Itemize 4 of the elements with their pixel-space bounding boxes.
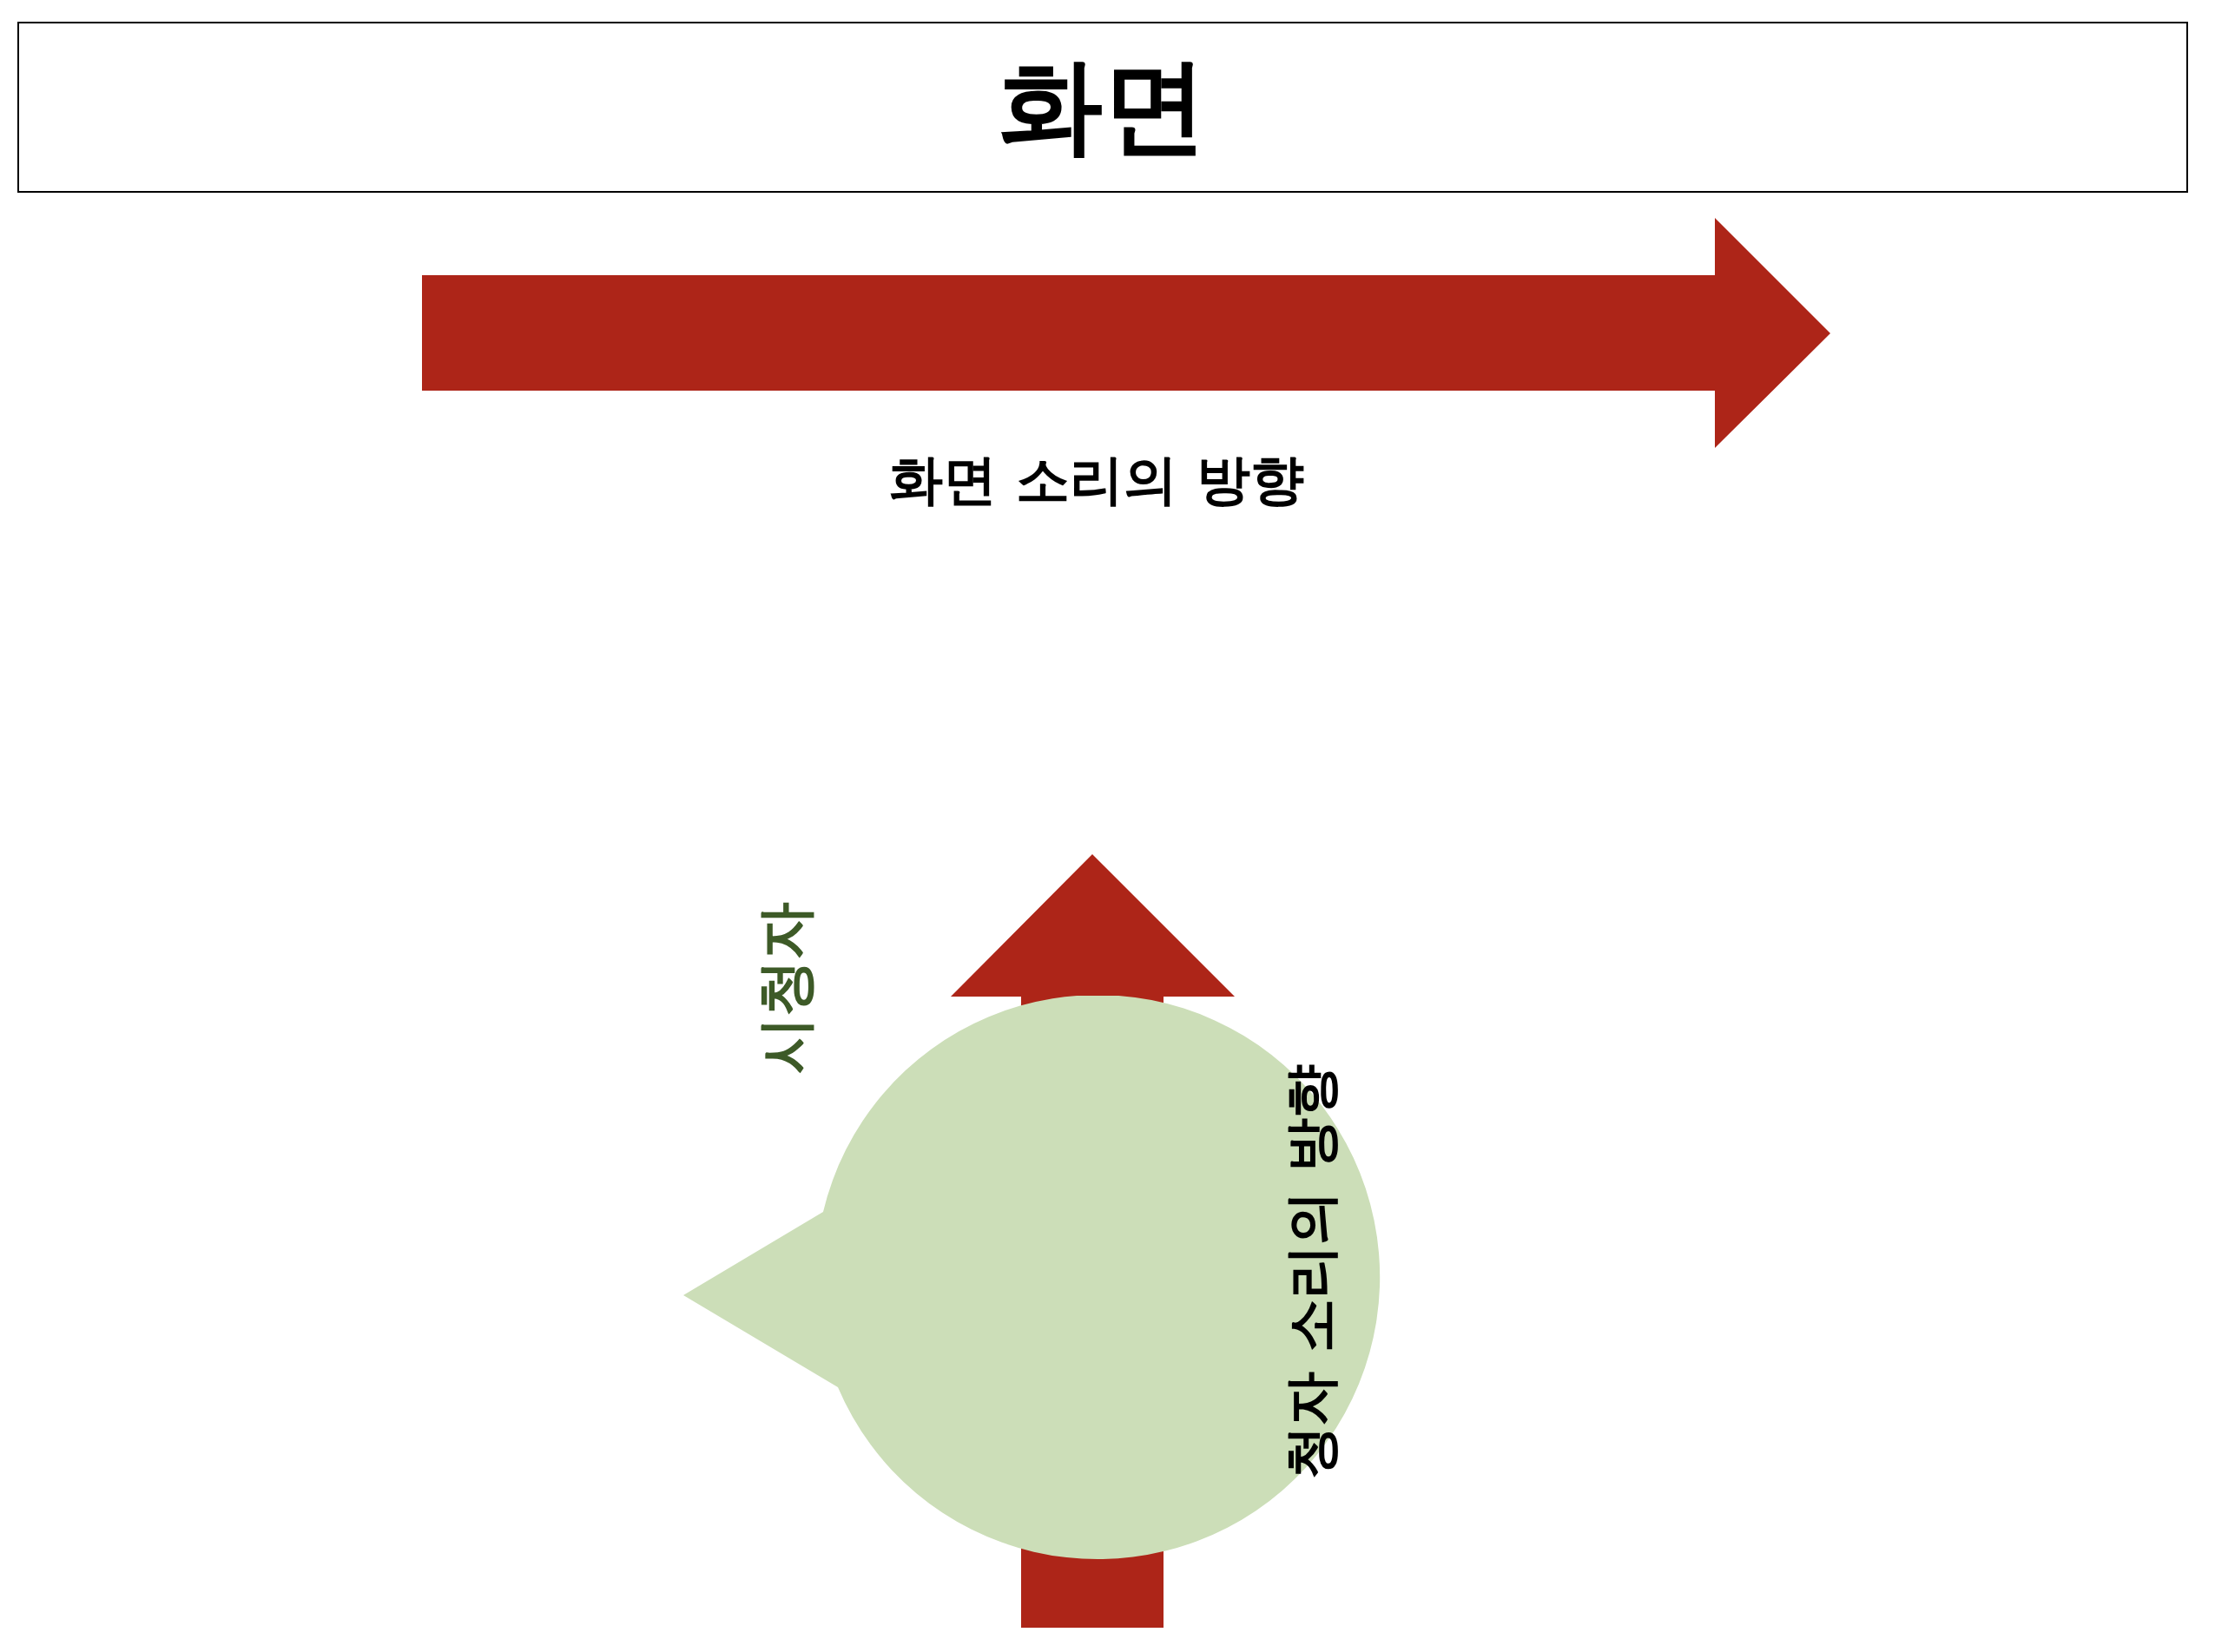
direction-label: 화면 소리의 방향 [889,447,1304,513]
screen-box: 화면 [17,22,2188,193]
listener-label: 시청자 [751,902,820,1074]
direction-label: 청자 소리의 방향 [1278,1064,1343,1479]
